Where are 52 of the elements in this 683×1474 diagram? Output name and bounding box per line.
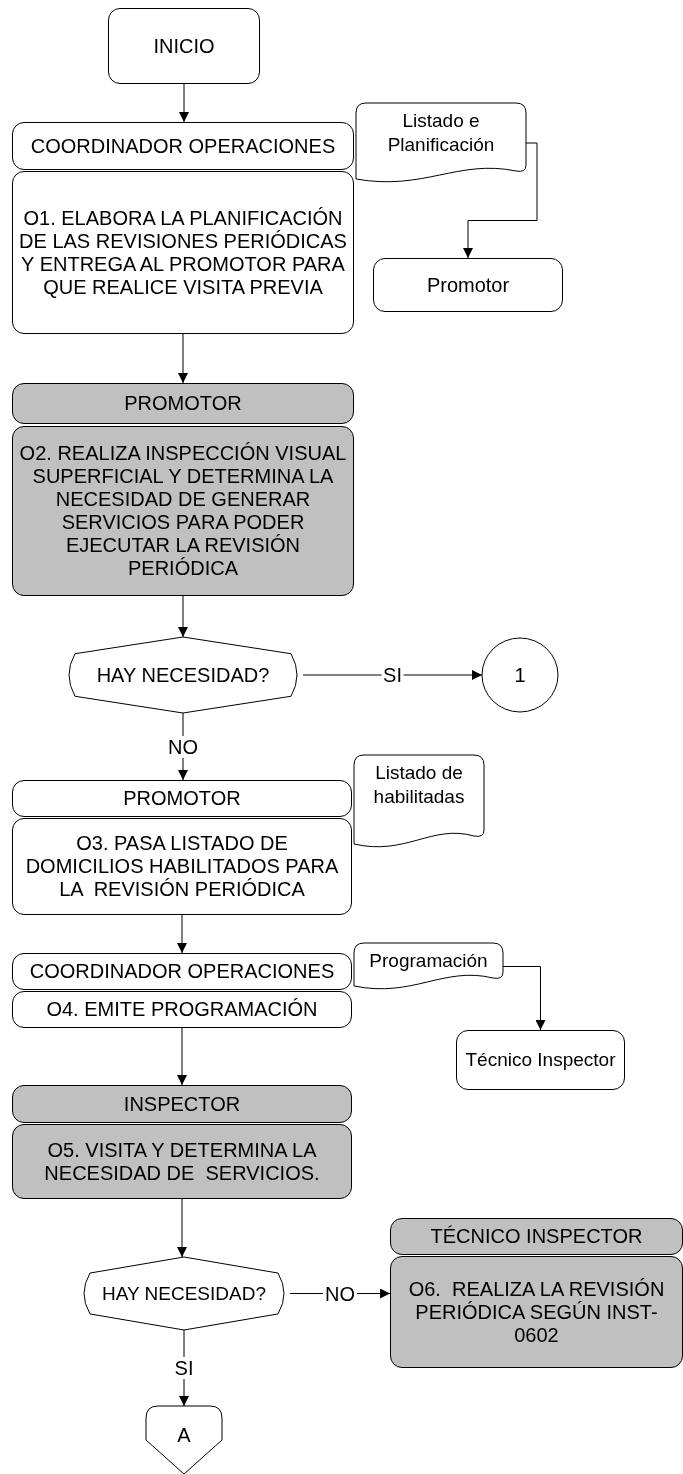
edge-label: NO xyxy=(166,735,200,758)
process-box xyxy=(12,780,352,817)
process-box xyxy=(12,953,352,990)
node-text: Listado de habilitadas xyxy=(372,761,466,809)
arrow xyxy=(177,1027,187,1086)
process-box xyxy=(12,383,354,424)
node-text: O1. ELABORA LA PLANIFICACIÓN DE LAS REVISIONES PERIÓDICAS Y ENTREGA AL PROMOTOR PARA QUE REALICE VISITA PREVIA xyxy=(18,206,348,299)
process-box xyxy=(12,1085,352,1123)
process-box xyxy=(373,258,563,312)
node-text: PROMOTOR xyxy=(124,392,242,415)
arrow xyxy=(463,142,538,259)
node-text: Promotor xyxy=(426,273,510,297)
node-text: O2. REALIZA INSPECCIÓN VISUAL SUPERFICIAL Y DETERMINA LA NECESIDAD DE GENERAR SERVICIOS PARA PODER EJECUTAR LA REVISIÓN PERIÓDICA xyxy=(18,442,348,580)
node-text: Listado e Planificación xyxy=(386,109,496,157)
arrow xyxy=(179,83,189,123)
node-text: PROMOTOR xyxy=(123,787,241,810)
arrow xyxy=(178,595,188,638)
node-text: HAY NECESIDAD? xyxy=(96,663,270,687)
process-box xyxy=(12,991,352,1028)
arrow xyxy=(177,1198,187,1258)
node-text: HAY NECESIDAD? xyxy=(102,1281,266,1306)
document-shape xyxy=(354,755,484,848)
node-text: O5. VISITA Y DETERMINA LA NECESIDAD DE SERVICIOS. xyxy=(43,1138,321,1185)
process-box xyxy=(12,1124,352,1199)
node-text: Técnico Inspector xyxy=(465,1048,616,1072)
node-text: O3. PASA LISTADO DE DOMICILIOS HABILITADOS PARA LA REVISIÓN PERIÓDICA xyxy=(24,832,340,901)
arrow xyxy=(302,670,483,680)
node-text: COORDINADOR OPERACIONES xyxy=(30,134,336,158)
node-text: Programación xyxy=(369,949,488,973)
off-page-connector xyxy=(146,1406,222,1474)
node-text: O6. REALIZA LA REVISIÓN PERIÓDICA SEGÚN INST-0602 xyxy=(407,1277,666,1347)
process-box xyxy=(390,1218,683,1255)
process-box xyxy=(108,8,260,84)
document-shape xyxy=(354,943,503,990)
node-text: O4. EMITE PROGRAMACIÓN xyxy=(46,998,318,1021)
node-text: 1 xyxy=(514,663,526,687)
process-box xyxy=(12,122,354,170)
arrow xyxy=(177,914,187,954)
node-text: INICIO xyxy=(153,34,215,58)
process-box xyxy=(456,1030,625,1090)
node-text: INSPECTOR xyxy=(123,1092,241,1116)
arrow xyxy=(502,966,546,1031)
document-shape xyxy=(356,103,526,183)
process-box xyxy=(12,426,354,596)
process-box xyxy=(12,171,354,334)
process-box xyxy=(12,818,352,915)
node-text: TÉCNICO INSPECTOR xyxy=(430,1225,643,1248)
node-text: A xyxy=(177,1424,191,1447)
connector-circle xyxy=(482,638,558,712)
node-text: COORDINADOR OPERACIONES xyxy=(29,960,335,983)
process-box xyxy=(390,1256,683,1368)
arrow xyxy=(178,333,188,384)
